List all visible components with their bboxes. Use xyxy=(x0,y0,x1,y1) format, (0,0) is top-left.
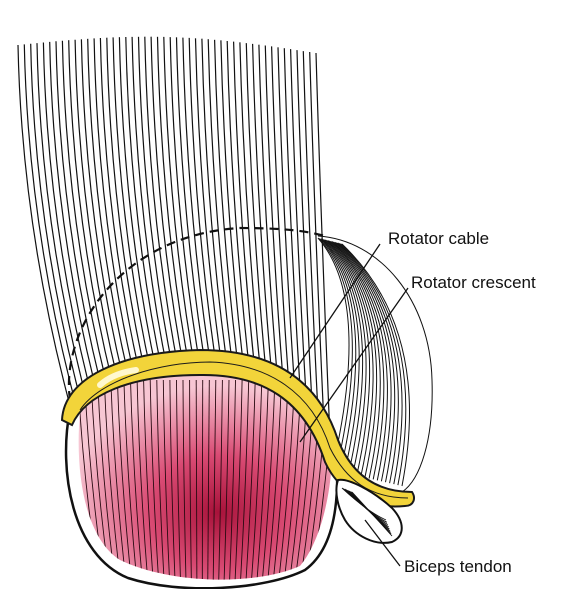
fiber-line xyxy=(215,40,241,388)
label-biceps-tendon: Biceps tendon xyxy=(404,557,512,577)
label-rotator-crescent: Rotator crescent xyxy=(411,273,536,293)
fiber-line xyxy=(221,40,247,390)
fiber-line xyxy=(18,45,68,398)
fiber-line xyxy=(139,37,174,374)
fiber-line xyxy=(145,37,180,375)
fiber-line xyxy=(132,37,168,374)
fiber-line xyxy=(113,37,152,375)
label-rotator-cable: Rotator cable xyxy=(388,229,489,249)
fiber-line xyxy=(100,38,140,377)
fiber-line xyxy=(126,37,163,374)
fiber-line xyxy=(119,37,157,375)
